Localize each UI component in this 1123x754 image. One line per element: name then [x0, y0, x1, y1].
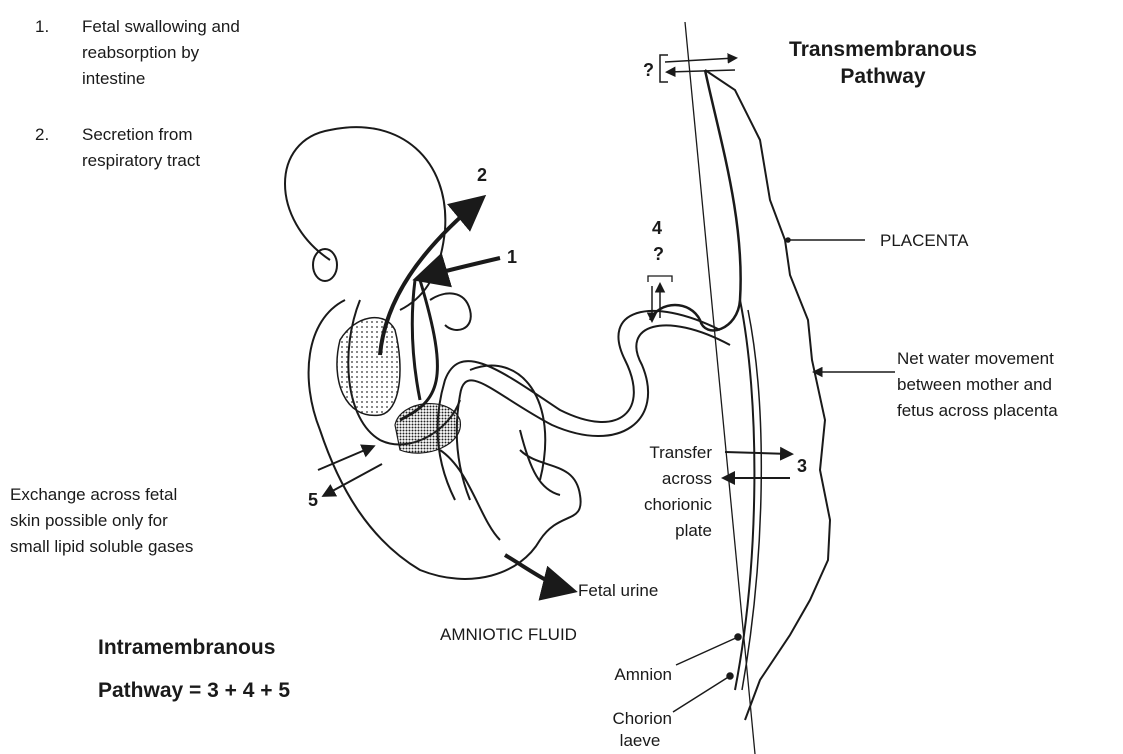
marker-4-question: ?: [653, 244, 664, 265]
marker-3: 3: [797, 456, 807, 477]
chorion-label-line-2: laeve: [600, 730, 680, 752]
exchange-line-1: Exchange across fetal: [10, 484, 177, 506]
intramembranous-title-line-2: Pathway = 3 + 4 + 5: [98, 677, 290, 704]
legend-item-1-line-2: reabsorption by: [82, 42, 199, 64]
exchange-line-3: small lipid soluble gases: [10, 536, 193, 558]
marker-1: 1: [507, 247, 517, 268]
intramembranous-title-line-1: Intramembranous: [98, 634, 275, 661]
marker-4: 4: [652, 218, 662, 239]
marker-5: 5: [308, 490, 318, 511]
amniotic-fluid-label: AMNIOTIC FLUID: [440, 624, 577, 646]
fetal-intestine: [395, 404, 460, 454]
net-water-line-2: between mother and: [897, 374, 1052, 396]
marker-top-question: ?: [643, 60, 654, 81]
placenta-outline: [650, 22, 830, 754]
legend-item-1-number: 1.: [35, 16, 49, 38]
placenta-label: PLACENTA: [880, 230, 969, 252]
net-water-line-3: fetus across placenta: [897, 400, 1058, 422]
fetus-drawing: [285, 127, 581, 579]
exchange-line-2: skin possible only for: [10, 510, 168, 532]
net-water-line-1: Net water movement: [897, 348, 1054, 370]
legend-item-1-line-3: intestine: [82, 68, 145, 90]
legend-item-2-number: 2.: [35, 124, 49, 146]
legend-item-2-line-1: Secretion from: [82, 124, 193, 146]
transfer-line-1: Transfer: [590, 442, 712, 464]
transfer-line-3: chorionic: [590, 494, 712, 516]
transmembranous-title-line-1: Transmembranous: [748, 36, 1018, 63]
marker-2: 2: [477, 165, 487, 186]
transmembranous-title-line-2: Pathway: [748, 63, 1018, 90]
transfer-line-2: across: [590, 468, 712, 490]
fetal-lung: [337, 318, 400, 416]
amnion-label: Amnion: [560, 664, 672, 686]
fetal-urine-label: Fetal urine: [578, 580, 658, 602]
legend-item-2-line-2: respiratory tract: [82, 150, 200, 172]
legend-item-1-line-1: Fetal swallowing and: [82, 16, 240, 38]
chorion-label-line-1: Chorion: [560, 708, 672, 730]
transfer-line-4: plate: [590, 520, 712, 542]
